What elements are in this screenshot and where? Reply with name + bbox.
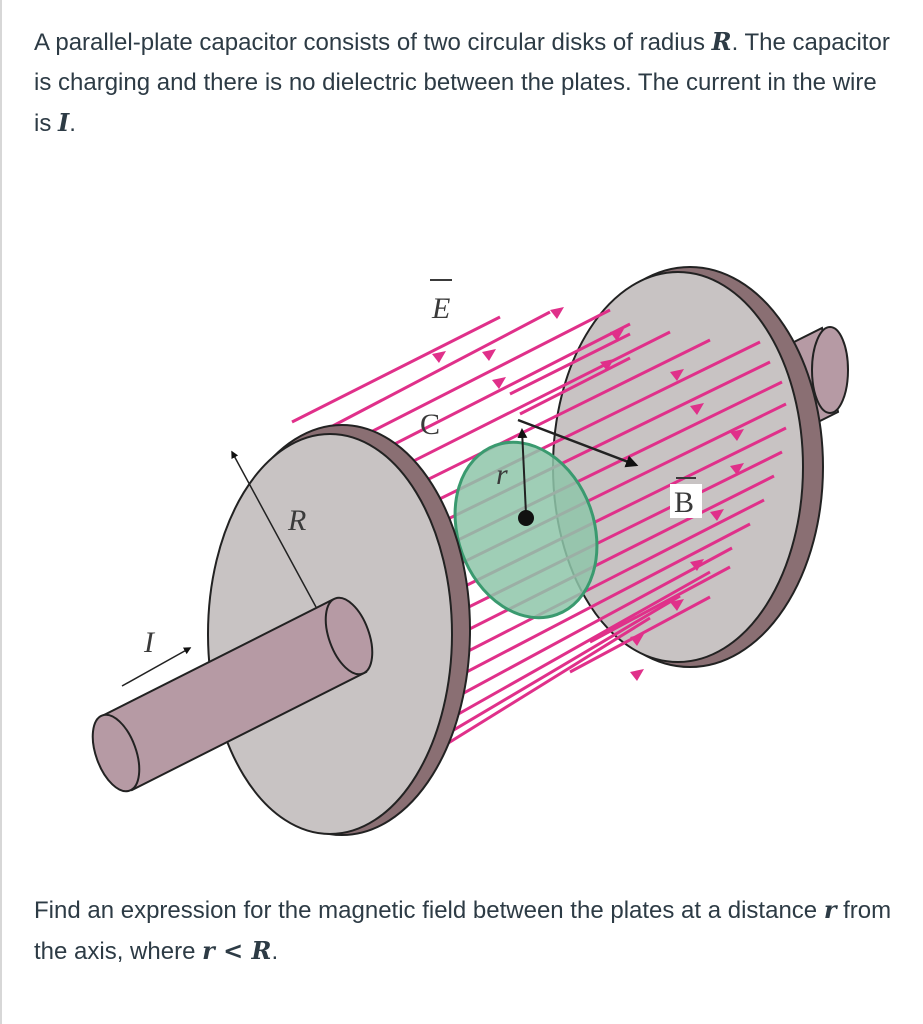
axis-point bbox=[518, 510, 534, 526]
content-left-border bbox=[0, 0, 2, 1024]
magnetic-field-arrow bbox=[517, 418, 639, 468]
inequality: r < R bbox=[202, 936, 272, 965]
label-B-background bbox=[670, 484, 702, 518]
question-text-middle: from the axis, where bbox=[34, 897, 892, 965]
label-C: C bbox=[420, 408, 440, 441]
question-text-intro: Find an expression for the magnetic fiel… bbox=[34, 897, 824, 924]
field-arrowheads bbox=[432, 307, 744, 681]
label-E: E bbox=[431, 292, 450, 325]
radius-symbol: R bbox=[711, 27, 732, 56]
problem-statement: A parallel-plate capacitor consists of t… bbox=[34, 22, 894, 144]
capacitor-diagram: E C r B R I bbox=[91, 266, 849, 836]
current-symbol: I bbox=[58, 108, 70, 137]
left-wire bbox=[91, 596, 374, 793]
question-statement: Find an expression for the magnetic fiel… bbox=[34, 890, 904, 972]
problem-text-intro: A parallel-plate capacitor consists of t… bbox=[34, 29, 712, 56]
distance-symbol: r bbox=[823, 895, 837, 924]
label-R: R bbox=[287, 504, 306, 537]
radius-r-arrow bbox=[517, 428, 528, 515]
label-I: I bbox=[143, 626, 156, 659]
radius-R-arrow bbox=[231, 450, 317, 608]
amperian-loop bbox=[453, 418, 639, 620]
problem-text-middle: . The capacitor is charging and there is… bbox=[34, 29, 890, 137]
label-B: B bbox=[674, 486, 694, 519]
question-text-end: . bbox=[271, 938, 279, 965]
problem-text-end: . bbox=[69, 110, 76, 137]
current-arrow bbox=[121, 647, 192, 687]
label-r: r bbox=[496, 458, 508, 491]
